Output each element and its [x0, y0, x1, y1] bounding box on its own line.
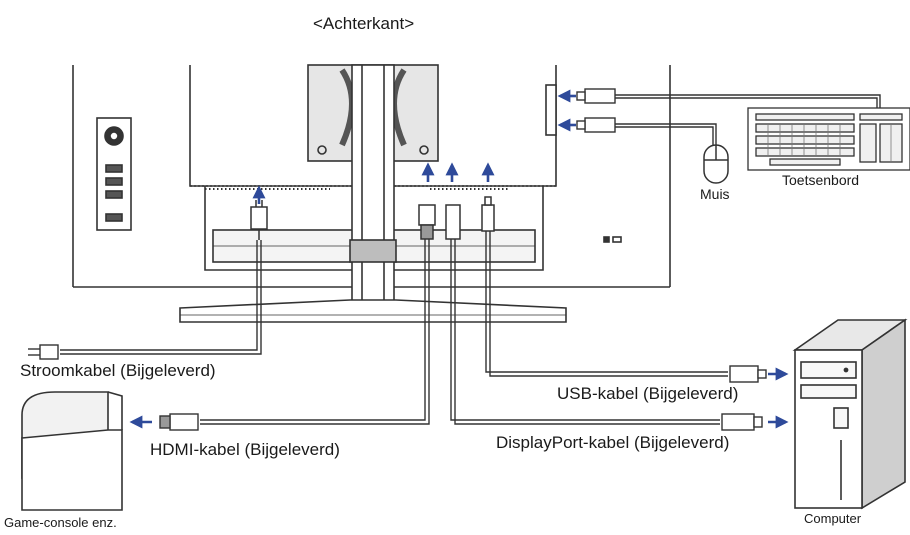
power-plug-monitor [250, 200, 268, 240]
mouse-icon [703, 144, 729, 184]
game-console-label: Game-console enz. [4, 515, 117, 530]
displayport-plug-end [721, 413, 763, 431]
computer-label: Computer [804, 511, 862, 526]
diagram-title: <Achterkant> [313, 14, 415, 33]
monitor-back [72, 64, 671, 323]
mouse-label: Muis [700, 186, 730, 202]
cables [60, 94, 881, 425]
direction-arrows [129, 89, 789, 429]
computer-tower-icon [792, 318, 908, 510]
power-cable-label: Stroomkabel (Bijgeleverd) [20, 361, 216, 380]
keyboard-icon [747, 107, 910, 171]
displayport-plug-monitor [445, 204, 461, 240]
usb-plug-end-computer [729, 365, 767, 383]
power-plug-end [28, 344, 59, 360]
usb-plug-monitor [481, 196, 495, 232]
hdmi-plug-end [159, 413, 199, 431]
usb-plug-keyboard [576, 88, 616, 104]
keyboard-label: Toetsenbord [782, 172, 860, 188]
game-console-icon [21, 391, 123, 511]
hdmi-cable-label: HDMI-kabel (Bijgeleverd) [150, 440, 340, 459]
hdmi-plug-monitor [418, 204, 436, 240]
usb-plug-mouse [576, 117, 616, 133]
displayport-cable-label: DisplayPort-kabel (Bijgeleverd) [496, 433, 730, 452]
usb-cable-label: USB-kabel (Bijgeleverd) [557, 384, 739, 403]
